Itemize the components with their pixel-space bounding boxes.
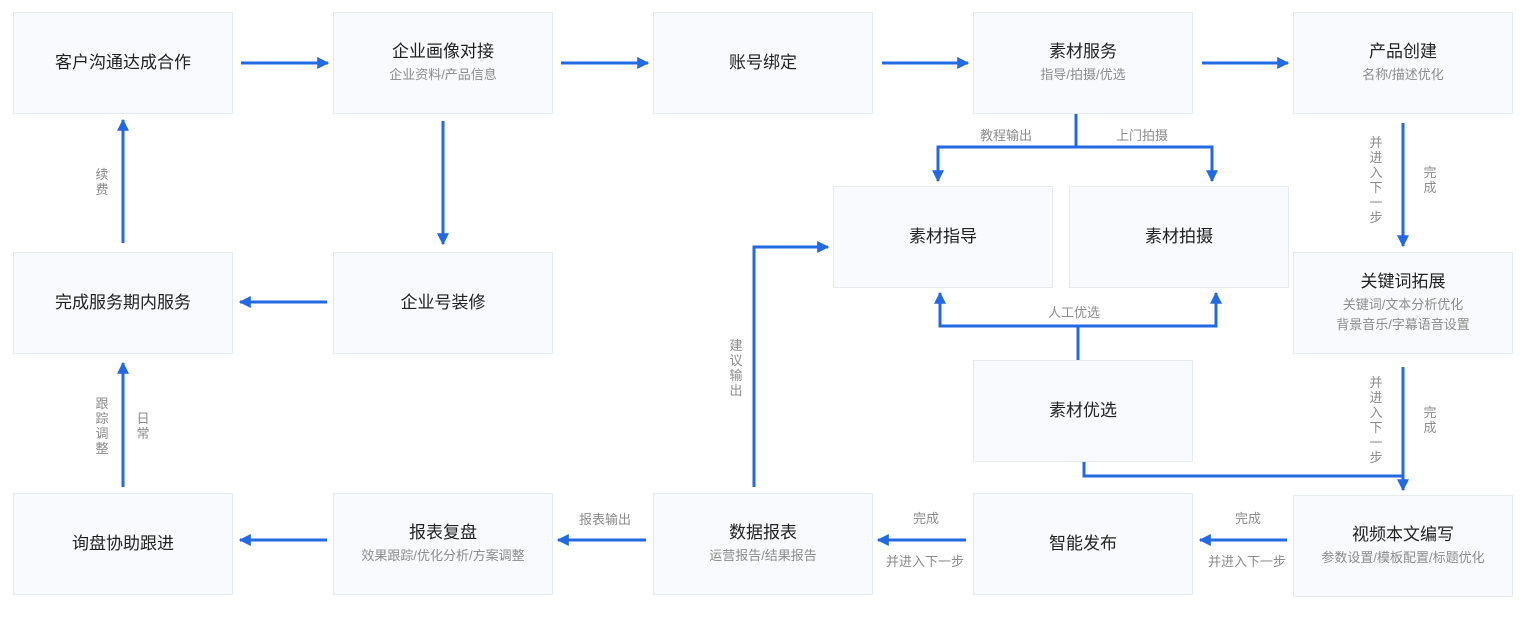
node-subtitle: 关键词/文本分析优化 (1342, 297, 1464, 312)
node-subtitle: 名称/描述优化 (1362, 67, 1444, 82)
node-title: 报表复盘 (409, 523, 477, 542)
node-title: 素材优选 (1049, 401, 1117, 420)
label-done-c: 完成 (1235, 511, 1262, 526)
node-title: 视频本文编写 (1352, 525, 1454, 544)
node-title: 数据报表 (729, 523, 797, 542)
node-title: 产品创建 (1369, 42, 1437, 61)
arrow-n11-n16 (1082, 462, 1403, 478)
node-title: 客户沟通达成合作 (55, 53, 191, 72)
node-enterprise-profile: 企业画像对接 企业资料/产品信息 (333, 12, 553, 114)
label-onsite-shoot: 上门拍摄 (1116, 128, 1169, 143)
arrow-n14-n8 (752, 241, 830, 487)
node-enterprise-decoration: 企业号装修 (333, 252, 553, 354)
node-material-shooting: 素材拍摄 (1069, 186, 1289, 288)
node-title: 企业画像对接 (392, 42, 494, 61)
node-title: 账号绑定 (729, 53, 797, 72)
node-subtitle: 指导/拍摄/优选 (1040, 67, 1126, 82)
node-service-period: 完成服务期内服务 (13, 252, 233, 354)
label-next-step-b: 并进入下一步 (1369, 375, 1383, 465)
label-next-step-c: 并进入下一步 (1208, 554, 1287, 569)
node-title: 完成服务期内服务 (55, 293, 191, 312)
node-title: 企业号装修 (400, 293, 486, 312)
label-renew: 续费 (95, 167, 109, 197)
node-inquiry-followup: 询盘协助跟进 (13, 493, 233, 595)
arrow-n11-n9 (1078, 291, 1222, 328)
node-report-review: 报表复盘 效果跟踪/优化分析/方案调整 (333, 493, 553, 595)
label-done-b: 完成 (1423, 405, 1437, 435)
node-subtitle: 参数设置/模板配置/标题优化 (1321, 550, 1485, 565)
node-title: 询盘协助跟进 (72, 534, 174, 553)
arrow-n4-n8 (932, 145, 1076, 183)
node-title: 素材拍摄 (1145, 227, 1213, 246)
arrow-n4-n9 (1076, 145, 1218, 183)
label-done-a: 完成 (1423, 165, 1437, 195)
node-video-copywriting: 视频本文编写 参数设置/模板配置/标题优化 (1293, 495, 1513, 597)
node-material-guidance: 素材指导 (833, 186, 1053, 288)
label-manual-select: 人工优选 (1048, 305, 1101, 320)
node-smart-publish: 智能发布 (973, 493, 1193, 595)
node-data-report: 数据报表 运营报告/结果报告 (653, 493, 873, 595)
label-done-d: 完成 (913, 511, 940, 526)
node-material-service: 素材服务 指导/拍摄/优选 (973, 12, 1193, 114)
label-daily: 日常 (136, 411, 150, 441)
node-title: 关键词拓展 (1360, 272, 1446, 291)
node-subtitle: 效果跟踪/优化分析/方案调整 (361, 548, 525, 563)
label-advice-output: 建议输出 (729, 338, 743, 398)
node-product-creation: 产品创建 名称/描述优化 (1293, 12, 1513, 114)
node-subtitle: 运营报告/结果报告 (709, 548, 817, 563)
label-next-step-d: 并进入下一步 (886, 554, 965, 569)
node-keyword-expansion: 关键词拓展 关键词/文本分析优化 背景音乐/字幕语音设置 (1293, 252, 1513, 354)
label-report-output: 报表输出 (579, 512, 632, 527)
node-title: 素材服务 (1049, 42, 1117, 61)
label-track-adjust: 跟踪调整 (95, 396, 109, 456)
node-customer-cooperation: 客户沟通达成合作 (13, 12, 233, 114)
node-title: 素材指导 (909, 227, 977, 246)
label-next-step-a: 并进入下一步 (1369, 135, 1383, 225)
node-subtitle-2: 背景音乐/字幕语音设置 (1336, 317, 1470, 332)
node-subtitle: 企业资料/产品信息 (389, 67, 497, 82)
node-title: 智能发布 (1049, 534, 1117, 553)
label-tutorial-output: 教程输出 (980, 128, 1033, 143)
node-account-binding: 账号绑定 (653, 12, 873, 114)
node-material-selection: 素材优选 (973, 360, 1193, 462)
arrow-n11-n8 (934, 291, 1078, 328)
